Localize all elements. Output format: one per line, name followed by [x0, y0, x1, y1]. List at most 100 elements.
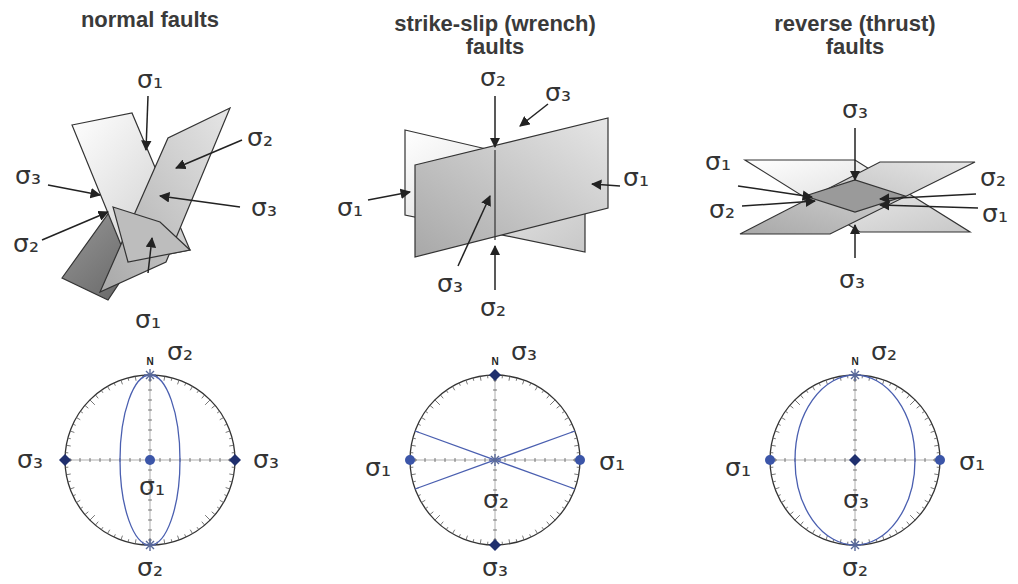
stress-axis-label: σ₃ [15, 163, 41, 189]
north-mark: N [491, 357, 498, 368]
tick-mark [487, 375, 488, 378]
tick-mark [459, 534, 460, 537]
tick-mark [574, 445, 578, 447]
tick-mark [929, 495, 932, 496]
fault-type-title: reverse (thrust) faults [755, 12, 955, 58]
tick-mark [220, 500, 224, 502]
tick-mark [557, 512, 560, 515]
tick-mark [205, 515, 210, 520]
tick-mark [922, 507, 924, 509]
tick-mark [785, 507, 787, 509]
tick-mark [800, 395, 803, 398]
tick-mark [516, 539, 518, 542]
tick-mark [785, 411, 787, 413]
tick-mark [418, 424, 421, 425]
tick-mark [148, 450, 152, 451]
tick-mark [148, 530, 152, 531]
fault-type-title: normal faults [40, 8, 260, 31]
tick-mark [934, 438, 937, 440]
tick-mark [202, 395, 205, 398]
tick-mark [217, 411, 219, 413]
tick-mark [411, 445, 415, 447]
tick-mark [114, 383, 115, 386]
tick-mark [224, 495, 227, 496]
axis-stars [144, 369, 861, 551]
tick-mark [473, 378, 475, 381]
tick-mark [775, 431, 779, 433]
tick-mark [95, 522, 98, 525]
tick-mark [493, 400, 497, 401]
tick-mark [190, 530, 192, 534]
tick-mark [825, 458, 826, 462]
stereonet-ticks [65, 375, 940, 545]
tick-mark [446, 527, 448, 529]
tick-mark [80, 411, 82, 413]
tick-mark [845, 458, 846, 462]
reverse-fault-planes [740, 160, 975, 234]
tick-mark [577, 467, 580, 468]
tick-mark [76, 418, 80, 420]
tick-mark [902, 527, 904, 529]
tick-mark [542, 390, 544, 392]
stress-axis-label: σ₃ [17, 447, 43, 473]
tick-mark [910, 400, 915, 405]
stress-axis-label: σ₁ [959, 449, 985, 475]
tick-mark [917, 405, 920, 408]
tick-mark [826, 536, 828, 540]
tick-mark [545, 458, 546, 462]
tick-mark [100, 458, 101, 462]
tick-mark [535, 530, 537, 534]
tick-mark [815, 458, 816, 462]
tick-mark [781, 418, 785, 420]
tick-mark [85, 405, 88, 408]
tick-mark [925, 500, 929, 502]
tick-mark [425, 507, 427, 509]
tick-mark [80, 458, 81, 462]
tick-mark [770, 452, 773, 453]
tick-mark [937, 467, 940, 468]
tick-mark [523, 536, 525, 540]
tick-mark [413, 438, 416, 440]
tick-mark [148, 470, 152, 471]
tick-mark [917, 512, 920, 515]
tick-mark [418, 495, 421, 496]
tick-mark [547, 395, 550, 398]
stress-axis-label: σ₂ [871, 339, 897, 365]
tick-mark [421, 418, 425, 420]
tick-mark [516, 378, 518, 381]
tick-mark [781, 500, 785, 502]
stress-axis-label: σ₁ [982, 201, 1008, 227]
tick-mark [934, 445, 938, 447]
tick-mark [480, 539, 482, 543]
stress-axis-label: σ₂ [480, 65, 506, 91]
tick-mark [925, 458, 926, 462]
stress-axis-label: σ₃ [253, 447, 279, 473]
tick-mark [790, 512, 793, 515]
stress-axis-label: σ₁ [623, 165, 649, 191]
tick-mark [790, 405, 793, 408]
tick-mark [190, 386, 192, 390]
tick-mark [465, 458, 466, 462]
tick-mark [890, 534, 891, 537]
tick-mark [493, 420, 497, 421]
tick-mark [440, 522, 443, 525]
tick-mark [101, 527, 103, 529]
stress-axis-label: σ₂ [13, 231, 39, 257]
stress-axis-label: σ₁ [599, 449, 625, 475]
tick-mark [148, 410, 152, 411]
tick-mark [800, 522, 803, 525]
tick-mark [853, 480, 857, 481]
tick-mark [806, 390, 808, 392]
stress-axis-label: σ₂ [247, 125, 273, 151]
tick-mark [76, 500, 80, 502]
tick-mark [574, 481, 577, 483]
tick-mark [508, 376, 510, 380]
tick-mark [819, 383, 820, 386]
tick-mark [121, 380, 123, 384]
tick-mark [453, 386, 455, 390]
tick-mark [148, 420, 152, 421]
tick-mark [493, 430, 497, 431]
tick-mark [493, 390, 497, 391]
tick-mark [185, 534, 186, 537]
tick-mark [232, 452, 235, 453]
